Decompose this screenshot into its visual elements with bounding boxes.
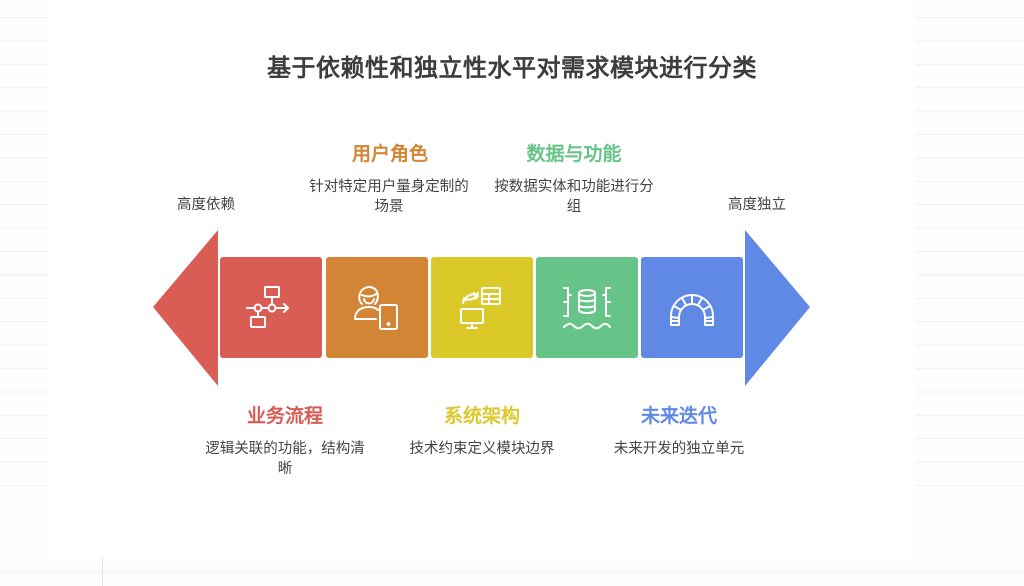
category-title-business-process: 业务流程	[246, 405, 323, 427]
system-sync-icon	[460, 286, 501, 329]
category-desc-data-function: 按数据实体和功能进行分组	[494, 179, 654, 215]
end-label-high-dependency: 高度依赖	[177, 197, 235, 213]
bottom-divider	[0, 571, 1024, 572]
workflow-icon	[246, 285, 289, 328]
category-box-system-architecture	[431, 257, 533, 358]
category-title-system-architecture: 系统架构	[443, 405, 520, 427]
user-tablet-icon	[354, 285, 398, 330]
category-box-business-process	[220, 257, 322, 358]
arch-icon	[670, 293, 714, 326]
category-desc-future-iteration: 未来开发的独立单元	[613, 441, 745, 457]
diagram-title: 基于依赖性和独立性水平对需求模块进行分类	[267, 54, 757, 82]
category-desc-user-role: 针对特定用户量身定制的场景	[309, 179, 469, 215]
category-title-user-role: 用户角色	[351, 143, 428, 165]
category-box-user-role	[326, 257, 428, 358]
category-desc-business-process: 逻辑关联的功能，结构清晰	[205, 441, 365, 477]
category-title-data-function: 数据与功能	[526, 143, 622, 165]
left-arrowhead	[153, 230, 218, 386]
category-box-data-function	[536, 257, 638, 358]
category-title-future-iteration: 未来迭代	[640, 405, 717, 427]
end-label-high-independence: 高度独立	[728, 197, 786, 213]
bottom-tick-mark	[102, 557, 103, 586]
background-lines-left	[0, 0, 48, 500]
right-arrowhead	[745, 230, 810, 386]
background-lines-right	[915, 0, 1024, 500]
category-desc-system-architecture: 技术约束定义模块边界	[409, 441, 555, 457]
category-box-future-iteration	[641, 257, 743, 358]
data-lake-icon	[563, 286, 611, 329]
